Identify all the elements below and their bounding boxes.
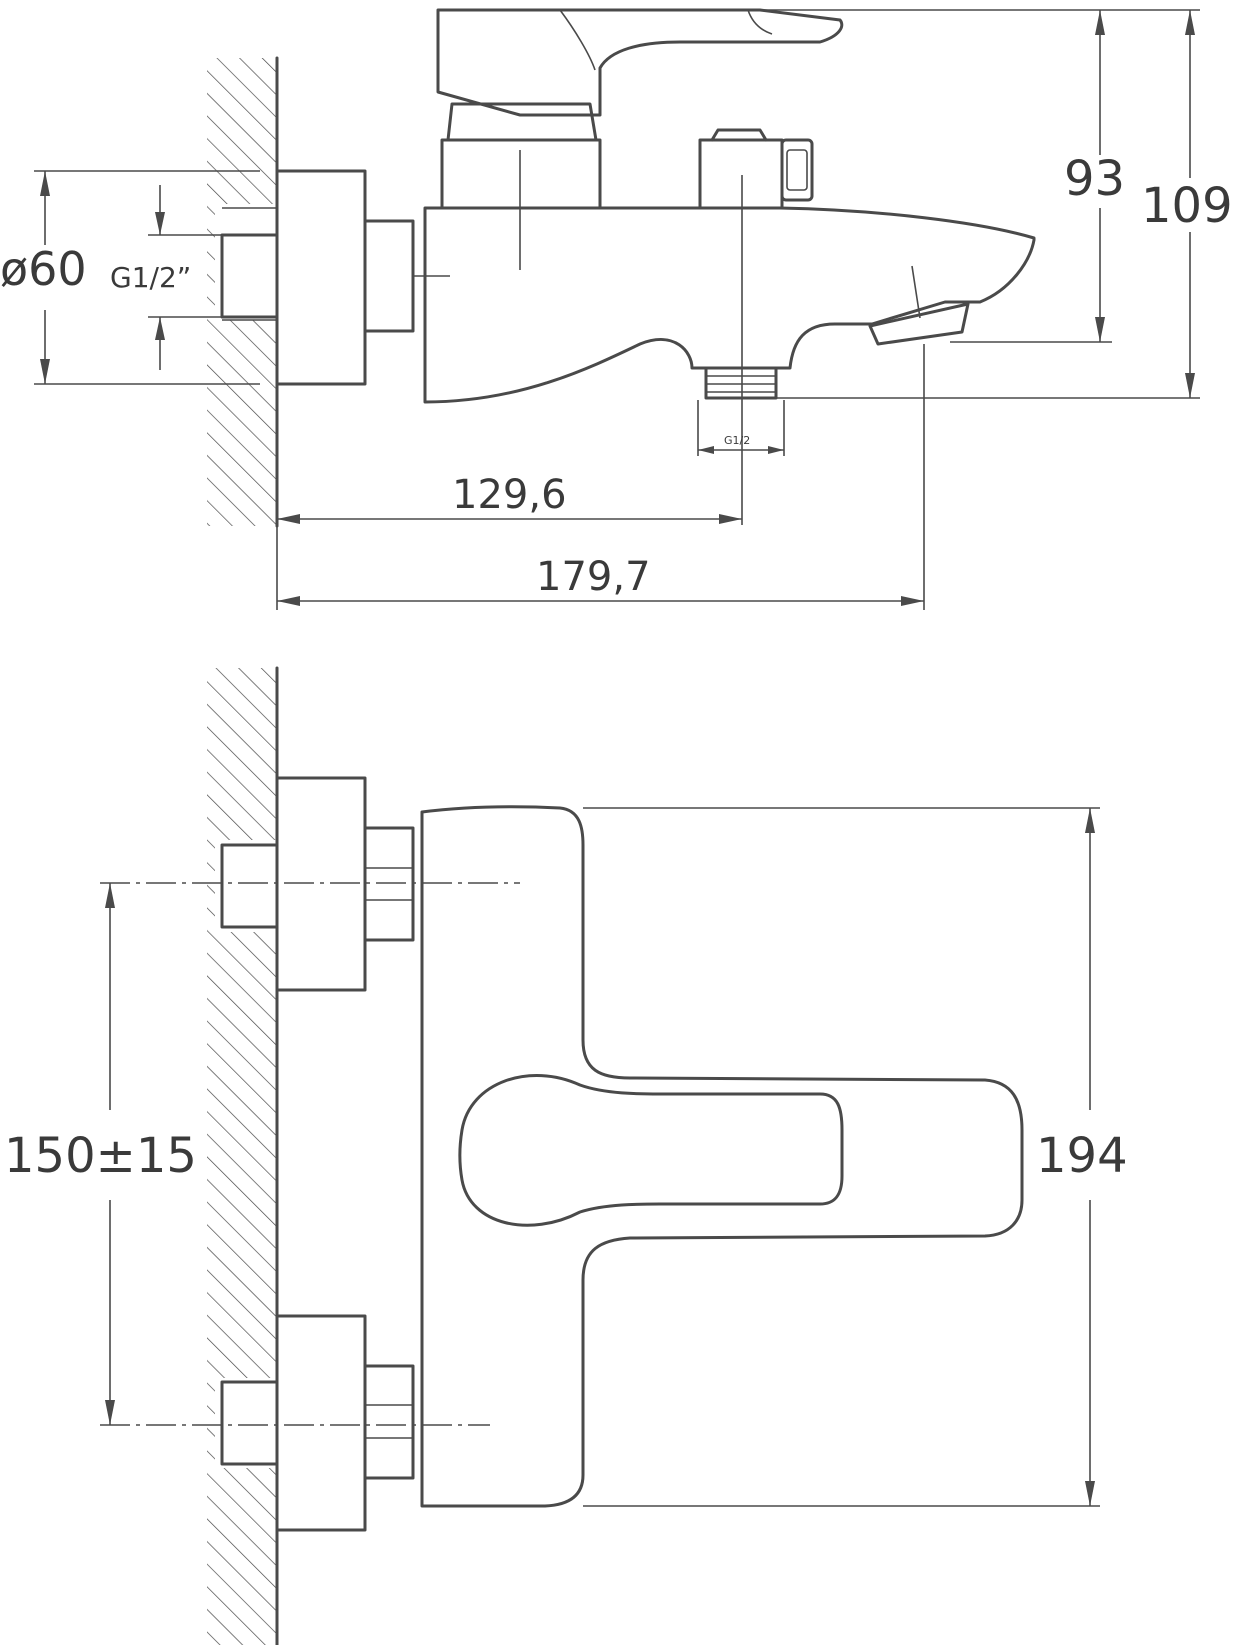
top-view: 150±15 194: [4, 666, 1128, 1645]
outlet-thread-label: G1/2: [724, 434, 750, 447]
total-height-label: 109: [1141, 178, 1233, 234]
spout-height-label: 93: [1064, 151, 1125, 207]
spout-center-distance-label: 129,6: [452, 472, 567, 518]
wall-hatch-side: [207, 56, 279, 528]
dimension-lines-top: [105, 808, 1095, 1506]
total-length-label: 179,7: [536, 554, 651, 600]
inlet-thread-label: G1/2”: [110, 261, 191, 294]
side-view: ø60 G1/2” G1/2 93 109 129,6 179,7: [0, 8, 1233, 610]
escutcheon-side: [275, 169, 415, 386]
wall-hatch-top: [207, 666, 279, 1645]
mixer-body-side: [413, 8, 1036, 525]
diameter-label: ø60: [0, 242, 87, 296]
mixer-body-top: [420, 805, 1100, 1508]
center-lines-top: [100, 882, 520, 1426]
inlet-pipe-side: [220, 207, 279, 321]
dimension-lines-side: [34, 9, 1200, 610]
inlet-spacing-label: 150±15: [4, 1128, 197, 1184]
lower-inlet-top: [220, 1314, 415, 1532]
upper-inlet-top: [220, 776, 415, 992]
body-width-label: 194: [1036, 1128, 1128, 1184]
